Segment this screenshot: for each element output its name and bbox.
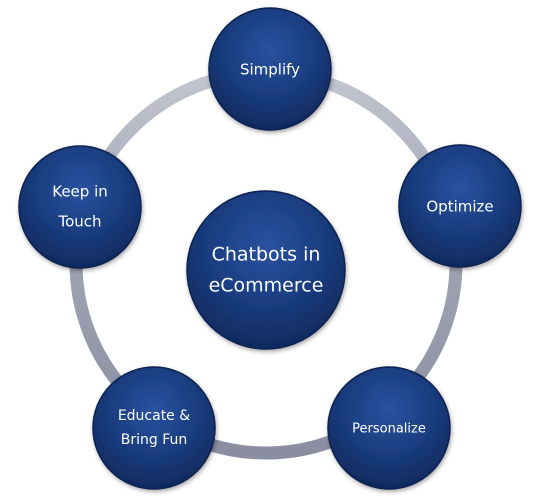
node-simplify-label: Simplify [240, 61, 300, 79]
center-node-label-line-1: Chatbots in [212, 244, 321, 266]
node-optimize: Optimize [398, 144, 522, 268]
center-node: Chatbots in eCommerce [186, 190, 346, 350]
node-educate-label-line-1: Educate & [118, 408, 190, 424]
node-simplify: Simplify [208, 7, 332, 131]
center-node-label-line-2: eCommerce [209, 275, 324, 297]
node-keep-in-touch: Keep in Touch [18, 145, 142, 269]
node-educate: Educate & Bring Fun [92, 366, 216, 490]
node-personalize-label: Personalize [352, 422, 426, 437]
node-keep-in-touch-label-line-1: Keep in [52, 183, 108, 201]
node-personalize: Personalize [327, 366, 451, 490]
node-educate-label-line-2: Bring Fun [121, 432, 188, 448]
node-keep-in-touch-label-line-2: Touch [57, 213, 101, 231]
node-optimize-label: Optimize [426, 198, 493, 216]
